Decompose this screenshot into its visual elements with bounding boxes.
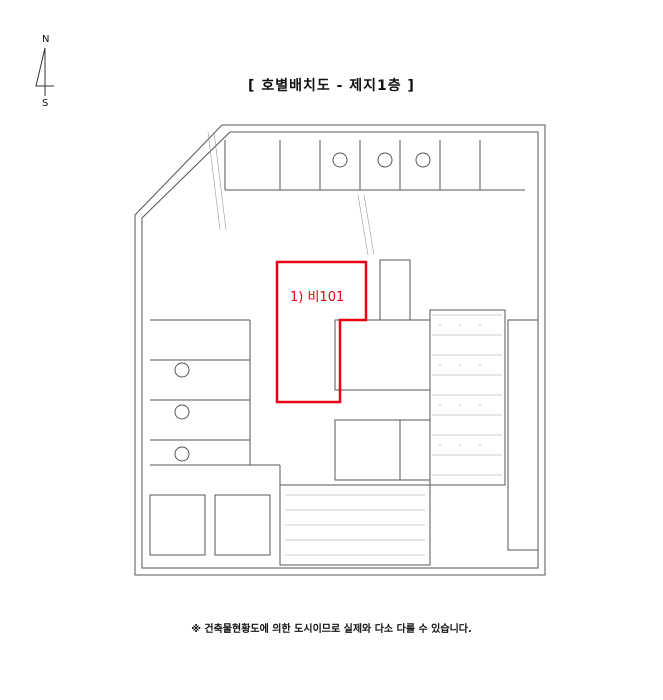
floor-plan xyxy=(134,124,546,576)
unit-label-b101: 1) 비101 xyxy=(290,290,345,305)
north-label: N xyxy=(42,34,50,45)
accessible-parking-icon xyxy=(174,152,431,462)
footnote: ※ 건축물현황도에 의한 도시이므로 실제와 다소 다를 수 있습니다. xyxy=(191,624,472,635)
south-label: S xyxy=(42,98,49,109)
north-arrow: N S xyxy=(30,34,60,114)
compass-arrow-icon xyxy=(35,47,54,96)
unit-highlight-b101 xyxy=(275,260,368,404)
page-title: [ 호별배치도 - 제지1층 ] xyxy=(248,78,415,94)
building-outline xyxy=(134,124,546,576)
